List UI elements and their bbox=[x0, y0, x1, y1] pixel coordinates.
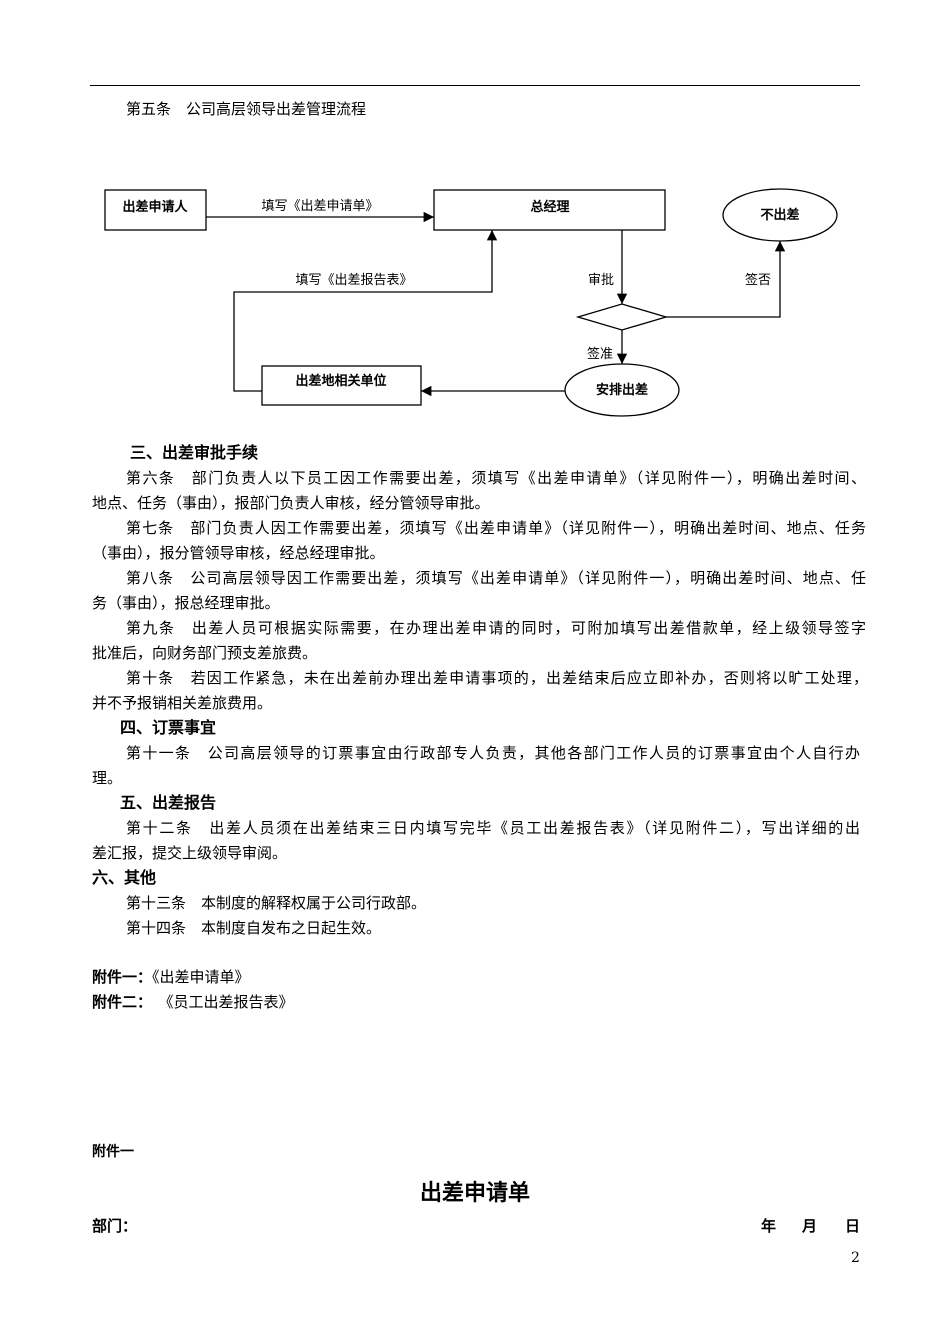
node-no-trip-label: 不出差 bbox=[760, 207, 799, 223]
heading-sec4: 四、订票事宜 bbox=[120, 718, 217, 737]
text-line: 地点、任务（事由），报部门负责人审核，经分管领导审批。 bbox=[92, 494, 490, 512]
edge-report-label: 填写《出差报告表》 bbox=[295, 273, 412, 288]
text-line: 第七条 部门负责人因工作需要出差，须填写《出差申请单》（详见附件一），明确出差时… bbox=[126, 519, 866, 537]
text-line: 第十三条 本制度的解释权属于公司行政部。 bbox=[126, 894, 427, 912]
text-line: 第十条 若因工作紧急，未在出差前办理出差申请事项的，出差结束后应立即补办，否则将… bbox=[126, 669, 868, 687]
page-number: 2 bbox=[851, 1250, 860, 1266]
dept-label: 部门： bbox=[92, 1217, 138, 1235]
travel-approval-flowchart: 出差申请人 总经理 不出差 安排出差 出差地相关单位 填写《出差申请单》 填写《… bbox=[104, 188, 838, 417]
edge-reject-label: 签否 bbox=[745, 272, 771, 288]
day-label: 日 bbox=[845, 1217, 861, 1235]
text-line: 并不予报销相关差旅费用。 bbox=[92, 694, 273, 712]
attachment-1: 附件一：《出差申请单》 bbox=[92, 967, 250, 987]
text-line: 第十二条 出差人员须在出差结束三日内填写完毕《员工出差报告表》（详见附件二），写… bbox=[126, 819, 860, 837]
text-line: 理。 bbox=[92, 769, 123, 787]
month-label: 月 bbox=[802, 1217, 818, 1235]
text-line: 第十四条 本制度自发布之日起生效。 bbox=[126, 919, 382, 937]
text-line: 务（事由），报总经理审批。 bbox=[92, 594, 280, 612]
text-line: 差汇报，提交上级领导审阅。 bbox=[92, 844, 288, 862]
node-applicant-box bbox=[104, 189, 207, 231]
edge-reject bbox=[666, 241, 786, 318]
attachment-2-label: 附件二： bbox=[92, 993, 153, 1011]
heading-sec5: 五、出差报告 bbox=[120, 793, 217, 812]
appendix-title: 出差申请单 bbox=[419, 1181, 530, 1206]
year-label: 年 bbox=[761, 1217, 777, 1235]
node-destination-box bbox=[261, 365, 422, 406]
text-line: 第十一条 公司高层领导的订票事宜由行政部专人负责，其他各部门工作人员的订票事宜由… bbox=[126, 744, 860, 762]
edge-report bbox=[233, 230, 498, 392]
text-line: 批准后，向财务部门预支差旅费。 bbox=[92, 644, 318, 662]
node-applicant-label: 出差申请人 bbox=[122, 199, 188, 215]
heading-sec3: 三、出差审批手续 bbox=[130, 443, 259, 462]
attachment-2: 附件二： 《员工出差报告表》 bbox=[92, 992, 294, 1012]
attachment-1-label: 附件一： bbox=[92, 968, 153, 986]
header-rule bbox=[90, 85, 860, 86]
decision-diamond bbox=[575, 303, 669, 331]
edge-apply-label: 填写《出差申请单》 bbox=[261, 199, 378, 214]
edge-approve-label: 审批 bbox=[588, 273, 614, 288]
text-line: 第六条 部门负责人以下员工因工作需要出差，须填写《出差申请单》（详见附件一），明… bbox=[126, 469, 866, 487]
text-line: （事由），报分管领导审核，经总经理审批。 bbox=[92, 544, 385, 562]
text-line: 第九条 出差人员可根据实际需要，在办理出差申请的同时，可附加填写出差借款单，经上… bbox=[126, 619, 866, 637]
attachment-2-name: 《员工出差报告表》 bbox=[166, 993, 294, 1011]
node-destination-label: 出差地相关单位 bbox=[295, 373, 386, 389]
appendix-label: 附件一 bbox=[92, 1144, 134, 1160]
node-arrange-label: 安排出差 bbox=[596, 382, 648, 398]
section-title: 第五条 公司高层领导出差管理流程 bbox=[126, 100, 367, 118]
edge-accept-label: 签准 bbox=[587, 346, 613, 362]
text-line: 第八条 公司高层领导因工作需要出差，须填写《出差申请单》（详见附件一），明确出差… bbox=[126, 569, 866, 587]
node-gm-label: 总经理 bbox=[530, 199, 569, 215]
heading-sec6: 六、其他 bbox=[92, 868, 157, 887]
node-gm-box bbox=[433, 189, 666, 231]
attachment-1-name: 《出差申请单》 bbox=[152, 968, 250, 986]
